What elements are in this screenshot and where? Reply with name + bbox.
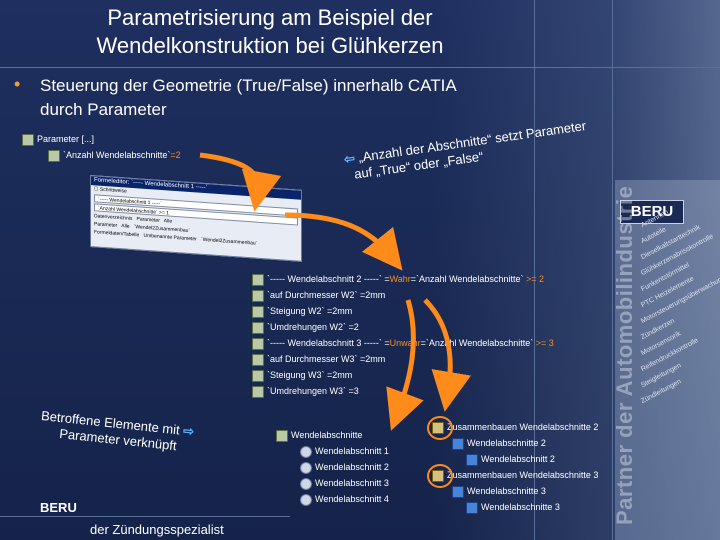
parameter-tree-root[interactable]: Parameter [...] xyxy=(22,132,94,146)
parameter-item-value: =2 xyxy=(170,150,181,160)
parameter-icon xyxy=(252,369,264,382)
arrow-dialog-to-list xyxy=(284,212,403,271)
gear-icon xyxy=(300,493,312,506)
side-vertical-divider xyxy=(612,0,613,540)
parameter-list-row[interactable]: `auf Durchmesser W2` =2mm xyxy=(252,288,385,302)
parameter-list-row[interactable]: `Umdrehungen W2` =2 xyxy=(252,320,359,334)
footer-beru-logo: BERU xyxy=(40,500,77,515)
wendelabschnitt-item[interactable]: Wendelabschnitt 4 xyxy=(300,492,389,506)
parameter-name: `Steigung W2` =2mm xyxy=(267,306,353,316)
gear-icon xyxy=(300,461,312,474)
parameter-icon xyxy=(252,289,264,302)
parameter-name: `----- Wendelabschnitt 3 -----` xyxy=(267,338,382,348)
header-divider xyxy=(0,67,720,68)
slide-title: Parametrisierung am Beispiel der Wendelk… xyxy=(0,4,540,60)
parameter-tree-root-label: Parameter [...] xyxy=(37,134,95,144)
parameter-list-row[interactable]: `Steigung W2` =2mm xyxy=(252,304,352,318)
arrow-list-to-right-tree xyxy=(423,298,472,412)
wendel-icon xyxy=(452,437,464,450)
bullet-icon: • xyxy=(14,74,21,94)
brand-side-panel xyxy=(615,180,720,540)
bullet-text: Steuerung der Geometrie (True/False) inn… xyxy=(40,74,560,122)
highlight-circle-2 xyxy=(427,464,453,488)
arrow-param-to-dialog xyxy=(199,152,282,212)
parameter-eq: = xyxy=(381,274,390,284)
tree-root-label: Wendelabschnitte xyxy=(291,430,363,440)
parameter-icon xyxy=(252,273,264,286)
parameter-flag: Wahr xyxy=(389,274,411,284)
tree-group-1-item-b[interactable]: Wendelabschnitt 2 xyxy=(466,452,555,466)
parameter-icon xyxy=(252,337,264,350)
parameter-icon xyxy=(252,321,264,334)
wendelabschnitt-item[interactable]: Wendelabschnitt 3 xyxy=(300,476,389,490)
parameter-list-row[interactable]: `Umdrehungen W3` =3 xyxy=(252,384,359,398)
tree-item-label: Wendelabschnitte 2 xyxy=(467,438,546,448)
wendelabschnitt-item[interactable]: Wendelabschnitt 2 xyxy=(300,460,389,474)
wendel-icon xyxy=(466,501,478,514)
folder-icon xyxy=(276,429,288,442)
header-vertical-divider xyxy=(534,0,535,540)
parameter-name: `Umdrehungen W3` =3 xyxy=(267,386,359,396)
parameter-name: `Steigung W3` =2mm xyxy=(267,370,353,380)
parameter-icon xyxy=(252,353,264,366)
wendelabschnitt-label: Wendelabschnitt 1 xyxy=(315,446,389,456)
parameter-item-label: `Anzahl Wendelabschnitte` xyxy=(63,150,171,160)
tree-item-label: Wendelabschnitt 2 xyxy=(481,454,555,464)
parameter-name: `----- Wendelabschnitt 2 -----` xyxy=(267,274,382,284)
tree-group-2-item-a[interactable]: Wendelabschnitte 3 xyxy=(452,484,546,498)
parameter-list-row[interactable]: `----- Wendelabschnitt 2 -----` =Wahr=`A… xyxy=(252,272,544,286)
beru-logo: BERU xyxy=(620,200,684,224)
tree-item-label: Wendelabschnitte 3 xyxy=(467,486,546,496)
parameter-icon xyxy=(252,385,264,398)
footer-divider xyxy=(0,516,290,517)
wendelabschnitt-label: Wendelabschnitt 2 xyxy=(315,462,389,472)
tree-group-2-item-b[interactable]: Wendelabschnitte 3 xyxy=(466,500,560,514)
wendelabschnitt-item[interactable]: Wendelabschnitt 1 xyxy=(300,444,389,458)
tree-item-label: Wendelabschnitte 3 xyxy=(481,502,560,512)
title-line-1: Parametrisierung am Beispiel der xyxy=(107,5,433,30)
tree-group-1-item-a[interactable]: Wendelabschnitte 2 xyxy=(452,436,546,450)
parameter-name: `Umdrehungen W2` =2 xyxy=(267,322,359,332)
gear-icon xyxy=(300,445,312,458)
wendel-icon xyxy=(452,485,464,498)
parameter-cond: >= 3 xyxy=(533,338,554,348)
gear-icon xyxy=(300,477,312,490)
tree-group-2-label: Zusammenbauen Wendelabschnitte 3 xyxy=(447,470,599,480)
parameter-rest: =`Anzahl Wendelabschnitte` xyxy=(410,274,524,284)
parameter-cond: >= 2 xyxy=(523,274,544,284)
parameter-list-row[interactable]: `auf Durchmesser W3` =2mm xyxy=(252,352,385,366)
arrow-list-to-left-tree xyxy=(386,299,424,431)
parameter-eq: = xyxy=(381,338,390,348)
parameter-icon xyxy=(22,133,34,146)
parameter-icon xyxy=(252,305,264,318)
parameter-flag: Unwahr xyxy=(389,338,421,348)
parameter-list-row[interactable]: `----- Wendelabschnitt 3 -----` =Unwahr=… xyxy=(252,336,554,350)
tree-wendelabschnitte-root[interactable]: Wendelabschnitte xyxy=(276,428,362,442)
parameter-list-row[interactable]: `Steigung W3` =2mm xyxy=(252,368,352,382)
parameter-name: `auf Durchmesser W3` =2mm xyxy=(267,354,386,364)
title-line-2: Wendelkonstruktion bei Glühkerzen xyxy=(96,33,444,58)
parameter-rest: =`Anzahl Wendelabschnitte` xyxy=(420,338,534,348)
bullet-line-1: Steuerung der Geometrie (True/False) inn… xyxy=(40,76,457,95)
bullet-line-2: durch Parameter xyxy=(40,100,167,119)
parameter-icon xyxy=(48,149,60,162)
wendelabschnitt-label: Wendelabschnitt 3 xyxy=(315,478,389,488)
footer-slogan: der Zündungsspezialist xyxy=(90,522,224,537)
tree-group-1-label: Zusammenbauen Wendelabschnitte 2 xyxy=(447,422,599,432)
parameter-name: `auf Durchmesser W2` =2mm xyxy=(267,290,386,300)
wendelabschnitt-label: Wendelabschnitt 4 xyxy=(315,494,389,504)
wendel-icon xyxy=(466,453,478,466)
parameter-tree-item[interactable]: `Anzahl Wendelabschnitte`=2 xyxy=(48,148,181,162)
highlight-circle-1 xyxy=(427,416,453,440)
